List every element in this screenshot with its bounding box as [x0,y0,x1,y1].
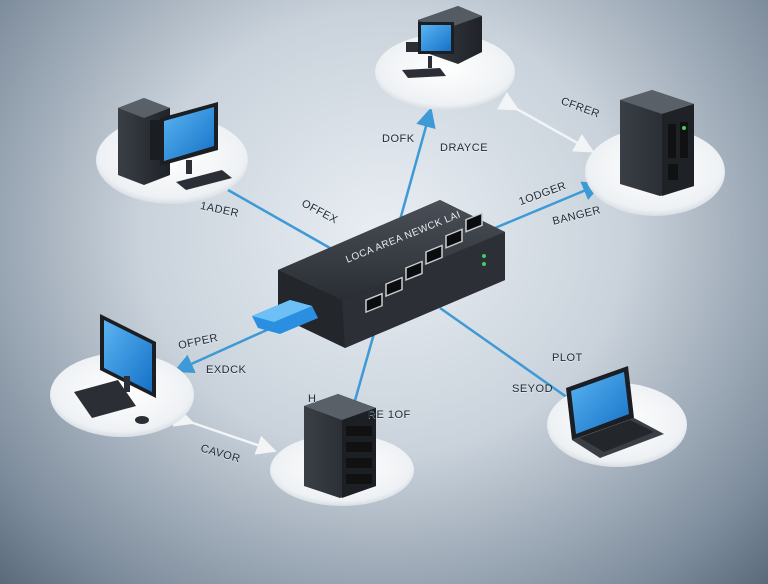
label-exdck: EXDCK [206,364,247,376]
network-switch [252,200,505,348]
screen-top [421,25,451,51]
link-right-bottom [439,306,569,400]
link-right-top [494,181,603,230]
label-dofk: DOFK [382,133,415,145]
switch-ports [365,212,483,314]
white-arrow-top-right [497,91,595,153]
white-arrow-bottom-left [172,407,277,455]
server-rack-bottom [304,394,376,498]
label-drayce: DRAYCE [440,142,489,154]
workstation-top [402,6,482,78]
label-rack-tag: RE 1OF [368,409,411,421]
server-right-top [620,90,694,196]
workstation-left-top [118,98,232,190]
link-left-top [227,188,331,250]
label-rack-prefix: H [308,393,317,405]
link-top [398,107,436,221]
workstation-left-bottom [74,314,156,424]
label-seyod: SEYOD [512,383,554,395]
label-plot: PLOT [552,352,583,364]
laptop-right-bottom [566,366,664,458]
